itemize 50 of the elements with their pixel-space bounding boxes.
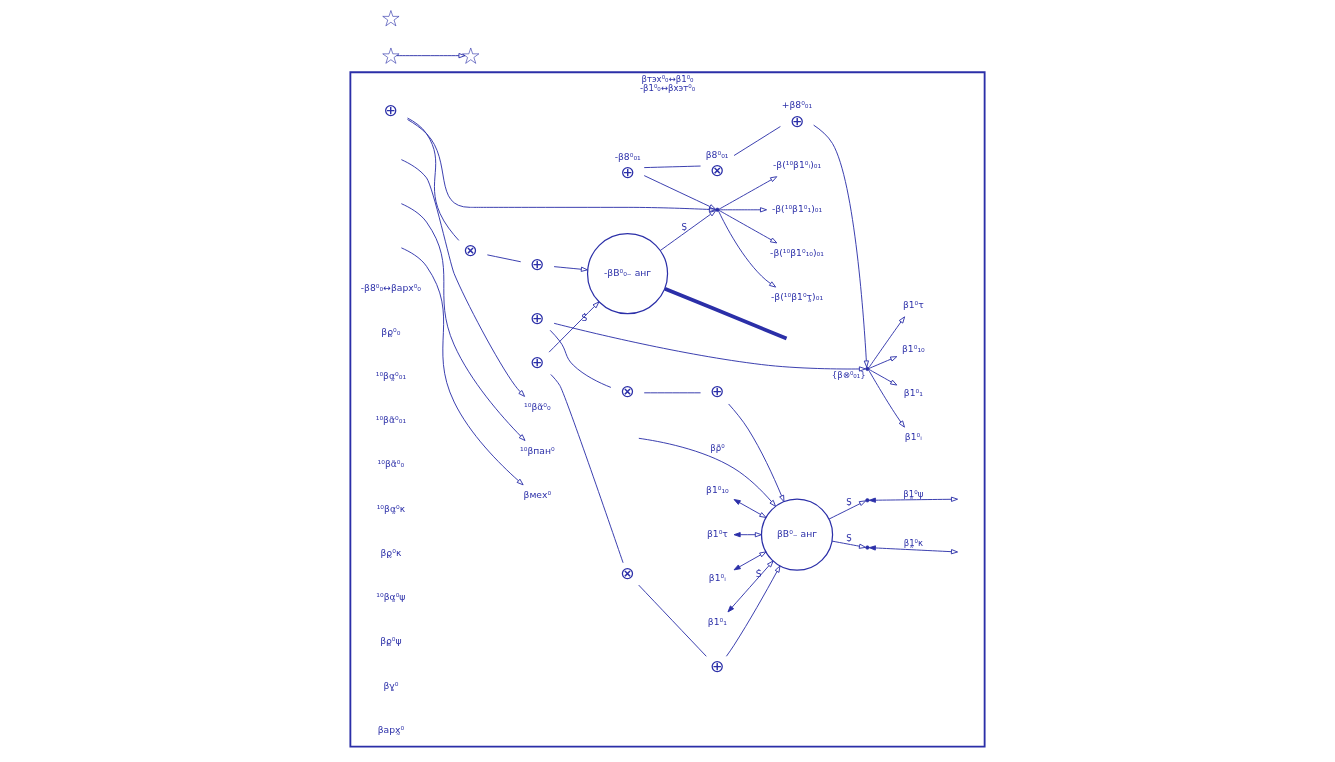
label: βρ̰⁰κ [380,546,402,558]
node-text: β1⁰₁₀ [706,483,729,495]
node-text: -β(¹⁰β1⁰ᵢ)₀₁ [772,158,822,170]
edge-label: Ṣ [846,532,852,543]
label: ¹⁰βα̃⁰₀₁ [375,414,407,426]
node-text: ¹⁰βпан⁰ [520,444,555,456]
node-text: β1⁰₁ [903,387,923,399]
label: ¹⁰βα̰⁰ψ [376,591,406,603]
node-text: ⊕ [383,100,398,121]
node-text: ⊕ [710,655,725,676]
node-label: -β8⁰₀₁ [614,151,641,163]
node-text: β1⁰₁₀ [901,342,925,354]
node-text: β1⁰ᵢ [904,431,922,443]
label: -β8⁰₀↔βарх⁰₀ [360,281,422,293]
label: ¹⁰βα̰⁰₀₁ [375,370,407,381]
node-text: ⊗ [620,381,635,402]
node-text: ⊗ [463,240,478,261]
node-text: ⊕ [530,307,545,328]
node-text: -β(¹⁰β1⁰₁₀)₀₁ [770,247,825,259]
node-label: {β⊗⁰₀₁} [831,369,866,380]
label: βарх̰⁰ [377,723,405,735]
node-text: β1⁰τ [902,298,924,310]
node-text: β1⁰τ [706,527,728,539]
node-text: β1⁰₁ [707,616,727,628]
edge-label: β1̰⁰κ [903,538,924,549]
node-text: ⊕ [620,162,635,183]
edge-label: β1̰⁰ψ [903,488,924,499]
node-text: ⊗ [710,159,725,180]
node-text: β1⁰ᵢ [708,572,726,584]
label: ¹⁰βα̰⁰κ [376,502,406,514]
node-text: ⊕ [530,253,545,274]
node-label: +β8⁰₀₁ [781,99,813,111]
label: βγ̰⁰ [383,679,399,691]
edge-label: Ṣ [846,497,852,508]
edge-label: βρ̃⁰ [710,442,725,453]
edge-label: Ṣ [681,221,687,232]
node-text: -β(¹⁰β1⁰τ̰)₀₁ [771,291,824,303]
label: βρ̰⁰₀ [381,325,401,337]
node-text: ⊗ [620,562,635,583]
label: βρ̰⁰ψ [380,635,402,647]
label: ¹⁰βα̃⁰₀ [377,458,405,470]
node-label: Ṡ [755,568,762,580]
node-text: ⊕ [789,110,805,131]
node-text: βмех⁰ [523,489,552,501]
node-text: ⊕ [710,381,725,402]
node-label: β8⁰₀₁ [705,148,729,160]
node-text: ⊕ [530,351,545,372]
node-label: Ṡ [581,312,588,324]
node-text: ¹⁰βα̃⁰₀ [524,400,551,412]
node-text: -β(¹⁰β1⁰₁)₀₁ [771,202,823,214]
